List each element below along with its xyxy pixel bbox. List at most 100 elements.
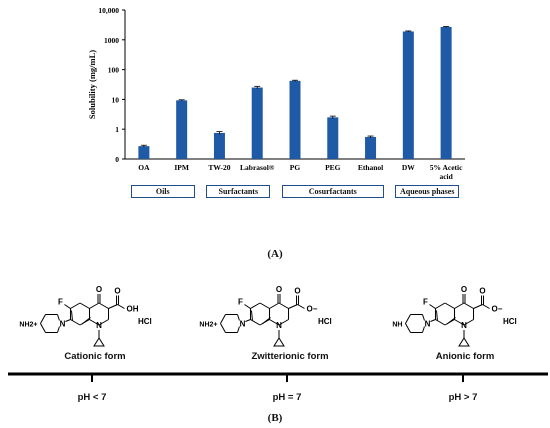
piperazine-bond: [405, 323, 411, 333]
bond: [245, 319, 251, 322]
salt-label: HCl: [503, 317, 517, 326]
bar: [289, 80, 301, 159]
double-bond: [446, 317, 456, 325]
nitrogen-atom: N: [240, 320, 246, 329]
nitrogen-atom: N: [461, 321, 467, 330]
piperazine-bond: [405, 314, 411, 324]
double-bond: [81, 317, 91, 325]
piperazine-bond: [236, 314, 240, 321]
zwitterionic-form-label: Zwitterionic form: [251, 351, 329, 362]
ph-lt-7-label: pH < 7: [77, 392, 107, 403]
ring-bond: [444, 302, 455, 309]
cyclopropyl: [93, 337, 105, 347]
piperazine-amine: NH2+: [199, 322, 217, 329]
bond: [473, 304, 483, 309]
fluorine-atom: F: [238, 298, 243, 307]
ring-bond: [454, 319, 465, 326]
ring-bond: [278, 319, 289, 326]
piperazine-bond: [421, 326, 425, 333]
ring-bond: [463, 319, 474, 326]
y-tick-label: 100: [108, 66, 120, 75]
cyclopropyl: [273, 337, 285, 347]
bond: [288, 304, 298, 309]
double-bond: [250, 310, 253, 321]
ring-bond: [269, 302, 280, 309]
group-label: Surfactants: [206, 185, 271, 198]
oxygen-atom: O: [461, 285, 467, 294]
bond: [297, 304, 305, 309]
double-bond: [70, 310, 73, 321]
ring-bond: [70, 302, 81, 309]
cyclopropyl: [458, 337, 470, 347]
ring-bond: [89, 302, 100, 309]
ring-bond: [98, 302, 109, 309]
ph-axis: [8, 372, 548, 382]
acid-group: O−: [307, 305, 318, 314]
nitrogen-atom: N: [425, 320, 431, 329]
ph-gt-7-label: pH > 7: [448, 392, 478, 403]
bond: [64, 304, 71, 309]
bond: [482, 304, 490, 309]
oxygen-atom: O: [294, 287, 300, 296]
y-tick-label: 1: [115, 125, 119, 134]
ring-bond: [269, 319, 280, 326]
acid-group: O−: [492, 305, 503, 314]
piperazine-amine: NH2+: [19, 322, 37, 329]
y-tick-label: 10,000: [98, 6, 119, 15]
fluorine-atom: F: [423, 298, 428, 307]
fluorine-atom: F: [58, 298, 63, 307]
piperazine-bond: [236, 326, 240, 333]
ring-bond: [278, 302, 289, 309]
bar: [402, 31, 414, 160]
x-tick-label: 5% Acetic: [430, 163, 463, 172]
x-tick-label: PG: [290, 163, 301, 172]
x-tick-label: DW: [402, 163, 415, 172]
ring-bond: [435, 302, 446, 309]
cationic-form-label: Cationic form: [64, 351, 126, 362]
bar: [138, 146, 150, 159]
oxygen-atom: O: [479, 287, 485, 296]
acid-group: OH: [127, 305, 139, 314]
ring-bond: [250, 302, 261, 309]
piperazine-bond: [40, 323, 46, 333]
bar: [176, 100, 188, 159]
salt-label: HCl: [138, 317, 152, 326]
bond: [244, 304, 251, 309]
double-bond: [435, 310, 438, 321]
x-tick-label: Labrasol®: [240, 163, 275, 172]
anionic-structure: O O O− N F N NH HCl: [392, 285, 517, 347]
ring-bond: [259, 302, 270, 309]
panel-b-label: (B): [267, 412, 283, 424]
x-tick-label: PEG: [325, 163, 341, 172]
y-axis-title: Solubility (mg/mL): [87, 50, 97, 119]
bond: [108, 304, 118, 309]
anionic-form-label: Anionic form: [435, 351, 495, 362]
x-tick-label: TW-20: [208, 163, 230, 172]
bar: [213, 132, 225, 159]
bar: [327, 117, 339, 159]
y-tick-label: 10: [112, 95, 120, 104]
ring-bond: [98, 319, 109, 326]
ring-bond: [250, 319, 261, 326]
ring-bond: [463, 302, 474, 309]
ring-bond: [79, 302, 90, 309]
y-tick-label: 0: [115, 155, 119, 164]
bar: [365, 136, 377, 159]
ring-bond: [435, 319, 446, 326]
ph-eq-7-label: pH = 7: [272, 392, 302, 403]
nitrogen-atom: N: [96, 321, 102, 330]
double-bond: [261, 317, 271, 325]
piperazine-amine: NH: [392, 322, 402, 329]
y-tick-label: 1000: [104, 36, 119, 45]
bar: [440, 26, 452, 160]
salt-label: HCl: [318, 317, 332, 326]
x-tick-label: IPM: [174, 163, 189, 172]
group-label: Aqueous phases: [395, 185, 460, 198]
piperazine-bond: [421, 314, 425, 321]
bond: [429, 304, 436, 309]
piperazine-bond: [40, 314, 46, 324]
